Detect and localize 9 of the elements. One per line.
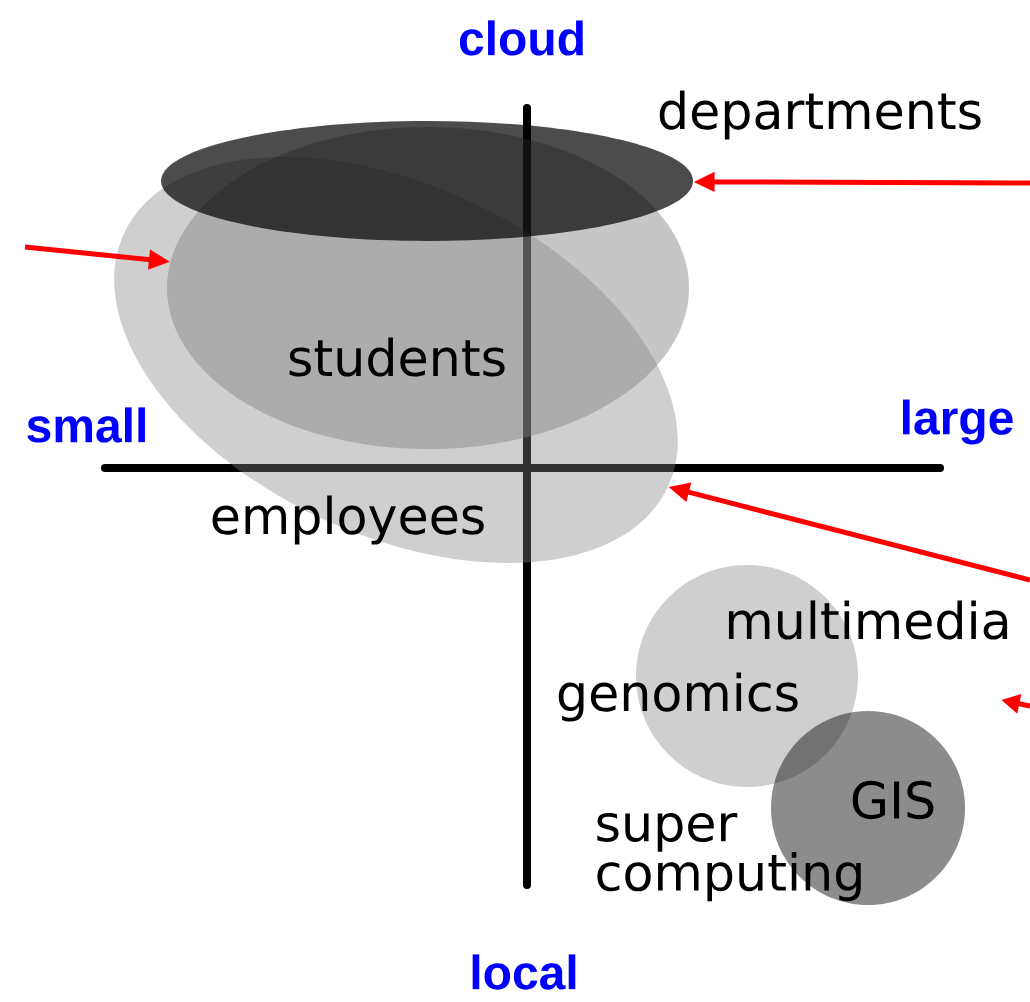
axis-label: small	[27, 407, 145, 443]
text-label: departments	[659, 90, 981, 140]
text-label: genomics	[558, 672, 798, 722]
text-label: employees	[212, 495, 484, 545]
text-label: multimedia	[728, 600, 1008, 640]
text-label: students	[289, 337, 505, 377]
axis-label: large	[903, 399, 1013, 445]
axis-label: cloud	[459, 20, 583, 56]
axis-label: local	[472, 954, 576, 990]
